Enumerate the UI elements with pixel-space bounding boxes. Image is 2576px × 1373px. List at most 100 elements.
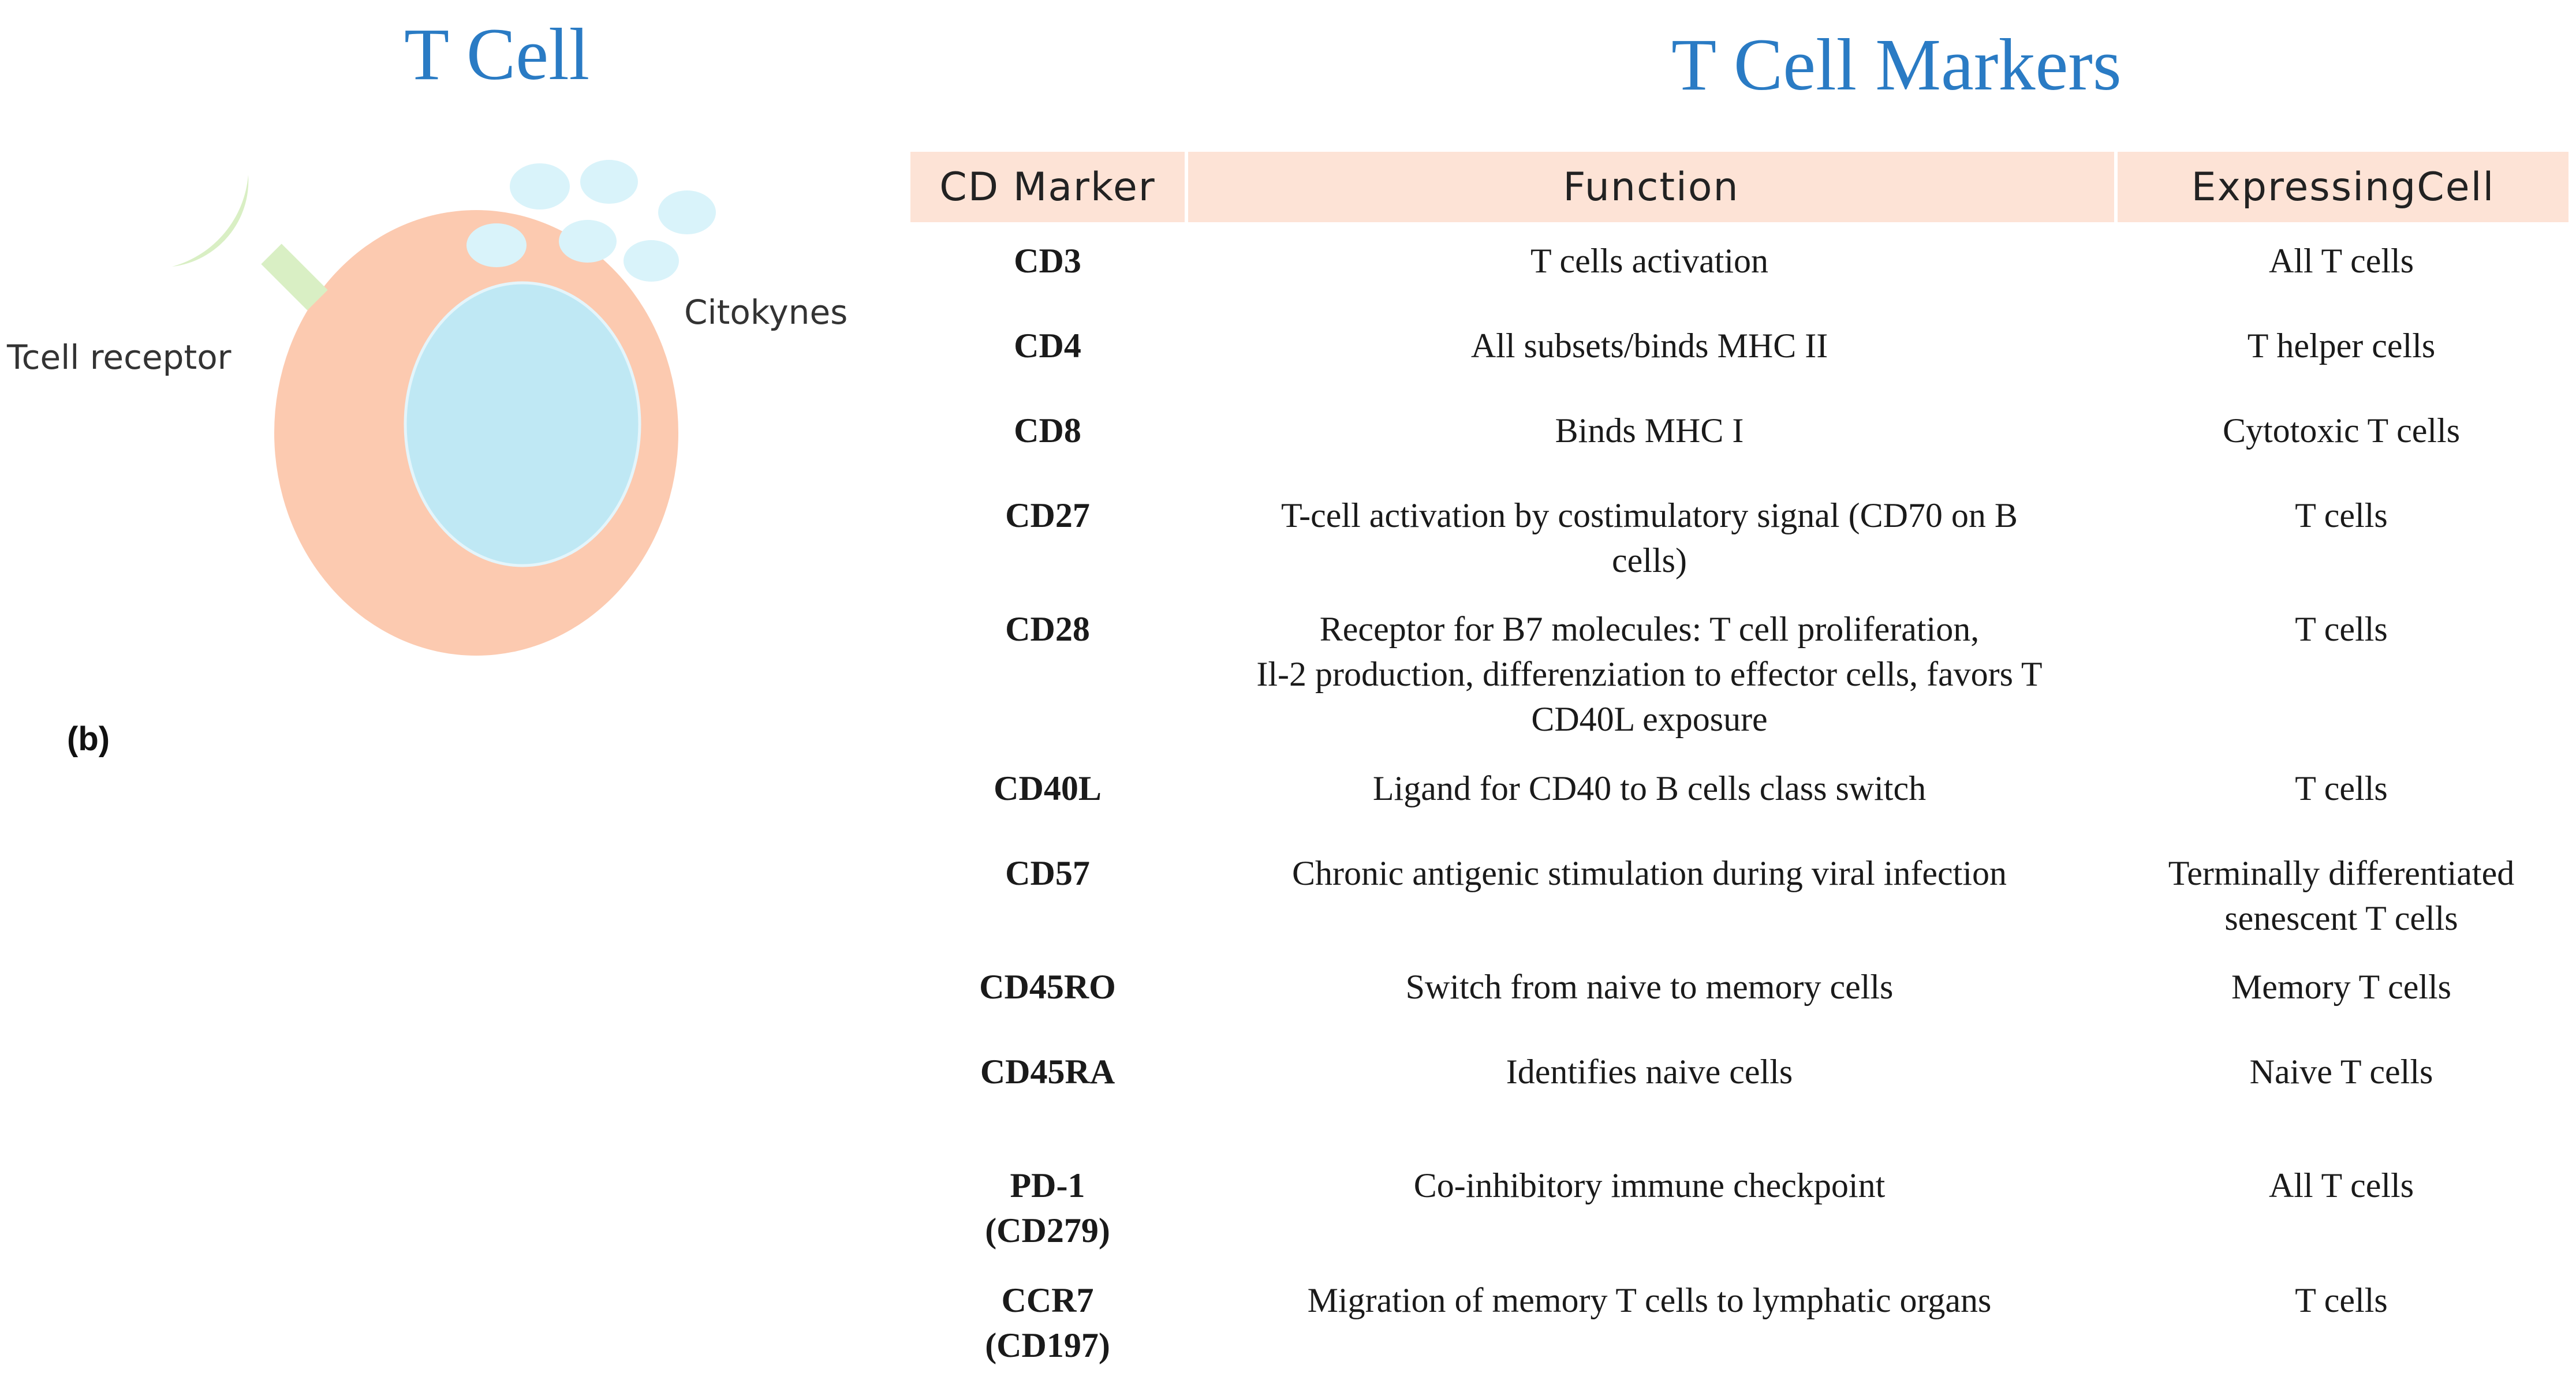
cell-marker: CD8 bbox=[910, 392, 1185, 477]
cell-function: Migration of memory T cells to lymphatic… bbox=[1185, 1262, 2114, 1368]
cell-marker: CD27 bbox=[910, 477, 1185, 590]
cell-line: CD8 bbox=[1014, 411, 1081, 450]
table-row: CD28 Receptor for B7 molecules: T cell pr… bbox=[910, 590, 2568, 750]
cell-function: All subsets/binds MHC II bbox=[1185, 307, 2114, 392]
cell-line: All T cells bbox=[2268, 1166, 2414, 1204]
cell-function: Ligand for CD40 to B cells class switch bbox=[1185, 750, 2114, 835]
markers-table: CD Marker Function ExpressingCell CD3 T c… bbox=[910, 152, 2568, 1368]
cell-cells: T cells bbox=[2114, 590, 2568, 750]
cell-line: Identifies naive cells bbox=[1506, 1053, 1793, 1091]
cell-function: Switch from naive to memory cells bbox=[1185, 948, 2114, 1033]
cell-line: CD4 bbox=[1014, 327, 1081, 365]
cell-cells: Memory T cells bbox=[2114, 948, 2568, 1033]
cell-function: Identifies naive cells bbox=[1185, 1033, 2114, 1147]
cell-cells: Cytotoxic T cells bbox=[2114, 392, 2568, 477]
panel-label: (b) bbox=[67, 720, 110, 758]
cell-function: Binds MHC I bbox=[1185, 392, 2114, 477]
cell-line: Switch from naive to memory cells bbox=[1405, 968, 1894, 1006]
cell-cells: T cells bbox=[2114, 750, 2568, 835]
cell-cells: Naive T cells bbox=[2114, 1033, 2568, 1147]
tcell-illustration bbox=[172, 160, 716, 656]
receptor-label: Tcell receptor bbox=[7, 338, 232, 377]
table-row: CD57 Chronic antigenic stimulation during… bbox=[910, 835, 2568, 948]
cell-marker: CD4 bbox=[910, 307, 1185, 392]
cell-line: Naive T cells bbox=[2249, 1053, 2433, 1091]
cytokine bbox=[658, 190, 716, 234]
cell-marker: PD-1 (CD279) bbox=[910, 1147, 1185, 1262]
cell-line: Chronic antigenic stimulation during vir… bbox=[1291, 854, 2007, 892]
cell-line: (CD279) bbox=[985, 1211, 1110, 1249]
header-cd-marker: CD Marker bbox=[910, 152, 1185, 222]
table-row: CD4 All subsets/binds MHC II T helper cell… bbox=[910, 307, 2568, 392]
cell-line: (CD197) bbox=[985, 1326, 1110, 1364]
cell-marker: CD3 bbox=[910, 222, 1185, 307]
cell-marker: CD45RO bbox=[910, 948, 1185, 1033]
table-row: PD-1 (CD279) Co-inhibitory immune checkpoi… bbox=[910, 1147, 2568, 1262]
cell-line: CD45RO bbox=[979, 968, 1116, 1006]
cell-line: T cells activation bbox=[1530, 242, 1769, 280]
cell-line: Ligand for CD40 to B cells class switch bbox=[1372, 769, 1927, 807]
cell-line: CCR7 bbox=[1001, 1281, 1094, 1319]
header-expressing-cell: ExpressingCell bbox=[2114, 152, 2568, 222]
cell-marker: CCR7 (CD197) bbox=[910, 1262, 1185, 1368]
cytokines-label: Citokynes bbox=[684, 293, 848, 332]
cell-line: Binds MHC I bbox=[1555, 411, 1744, 450]
cell-line: Il-2 production, differenziation to effe… bbox=[1256, 655, 2043, 693]
cell-line: CD40L bbox=[994, 769, 1102, 807]
cell-line: T cells bbox=[2295, 1281, 2388, 1319]
cell-line: cells) bbox=[1612, 541, 1687, 579]
markers-title: T Cell Markers bbox=[1671, 24, 2122, 106]
header-function: Function bbox=[1185, 152, 2114, 222]
cell-line: All subsets/binds MHC II bbox=[1470, 327, 1828, 365]
cytokine bbox=[559, 220, 617, 263]
cell-function: Chronic antigenic stimulation during vir… bbox=[1185, 835, 2114, 948]
cell-marker: CD40L bbox=[910, 750, 1185, 835]
cell-cells: T cells bbox=[2114, 1262, 2568, 1368]
cell-marker: CD45RA bbox=[910, 1033, 1185, 1147]
cytokine bbox=[580, 160, 638, 204]
cell-line: T-cell activation by costimulatory signa… bbox=[1281, 496, 2018, 534]
cell-marker: CD57 bbox=[910, 835, 1185, 948]
receptor-crescent bbox=[172, 175, 249, 267]
tcell-title: T Cell bbox=[404, 13, 590, 95]
cell-line: T cells bbox=[2295, 610, 2388, 648]
cell-line: Receptor for B7 molecules: T cell prolif… bbox=[1319, 610, 1980, 648]
table-row: CD8 Binds MHC I Cytotoxic T cells bbox=[910, 392, 2568, 477]
cell-line: Cytotoxic T cells bbox=[2222, 411, 2461, 450]
cell-line: senescent T cells bbox=[2224, 899, 2458, 937]
cell-line: T cells bbox=[2295, 769, 2388, 807]
cell-cells: All T cells bbox=[2114, 222, 2568, 307]
cell-line: CD57 bbox=[1005, 854, 1090, 892]
cell-line: Memory T cells bbox=[2231, 968, 2452, 1006]
cell-marker: CD28 bbox=[910, 590, 1185, 750]
cell-line: T helper cells bbox=[2247, 327, 2436, 365]
table-row: CCR7 (CD197) Migration of memory T cells t… bbox=[910, 1262, 2568, 1368]
cytokine bbox=[624, 240, 679, 282]
cytokine bbox=[510, 163, 570, 209]
cell-cells: T helper cells bbox=[2114, 307, 2568, 392]
table-row: CD3 T cells activation All T cells bbox=[910, 222, 2568, 307]
cell-line: T cells bbox=[2295, 496, 2388, 534]
cell-line: Terminally differentiated bbox=[2168, 854, 2515, 892]
cell-cells: Terminally differentiated senescent T cel… bbox=[2114, 835, 2568, 948]
cell-line: Co-inhibitory immune checkpoint bbox=[1413, 1166, 1886, 1204]
cell-line: PD-1 bbox=[1010, 1166, 1085, 1204]
cell-line: CD40L exposure bbox=[1531, 700, 1768, 738]
cell-function: T cells activation bbox=[1185, 222, 2114, 307]
cell-function: Receptor for B7 molecules: T cell prolif… bbox=[1185, 590, 2114, 750]
cell-line: CD3 bbox=[1014, 242, 1081, 280]
receptor-stalk bbox=[261, 244, 328, 310]
table-row: CD27 T-cell activation by costimulatory s… bbox=[910, 477, 2568, 590]
cell-function: Co-inhibitory immune checkpoint bbox=[1185, 1147, 2114, 1262]
table-row: CD45RA Identifies naive cells Naive T cell… bbox=[910, 1033, 2568, 1147]
cell-cells: All T cells bbox=[2114, 1147, 2568, 1262]
cell-line: CD45RA bbox=[980, 1053, 1115, 1091]
cell-function: T-cell activation by costimulatory signa… bbox=[1185, 477, 2114, 590]
cell-cells: T cells bbox=[2114, 477, 2568, 590]
cell-line: CD28 bbox=[1005, 610, 1090, 648]
cell-line: CD27 bbox=[1005, 496, 1090, 534]
table-row: CD45RO Switch from naive to memory cells M… bbox=[910, 948, 2568, 1033]
cell-line: All T cells bbox=[2268, 242, 2414, 280]
cell-line: Migration of memory T cells to lymphatic… bbox=[1307, 1281, 1992, 1319]
